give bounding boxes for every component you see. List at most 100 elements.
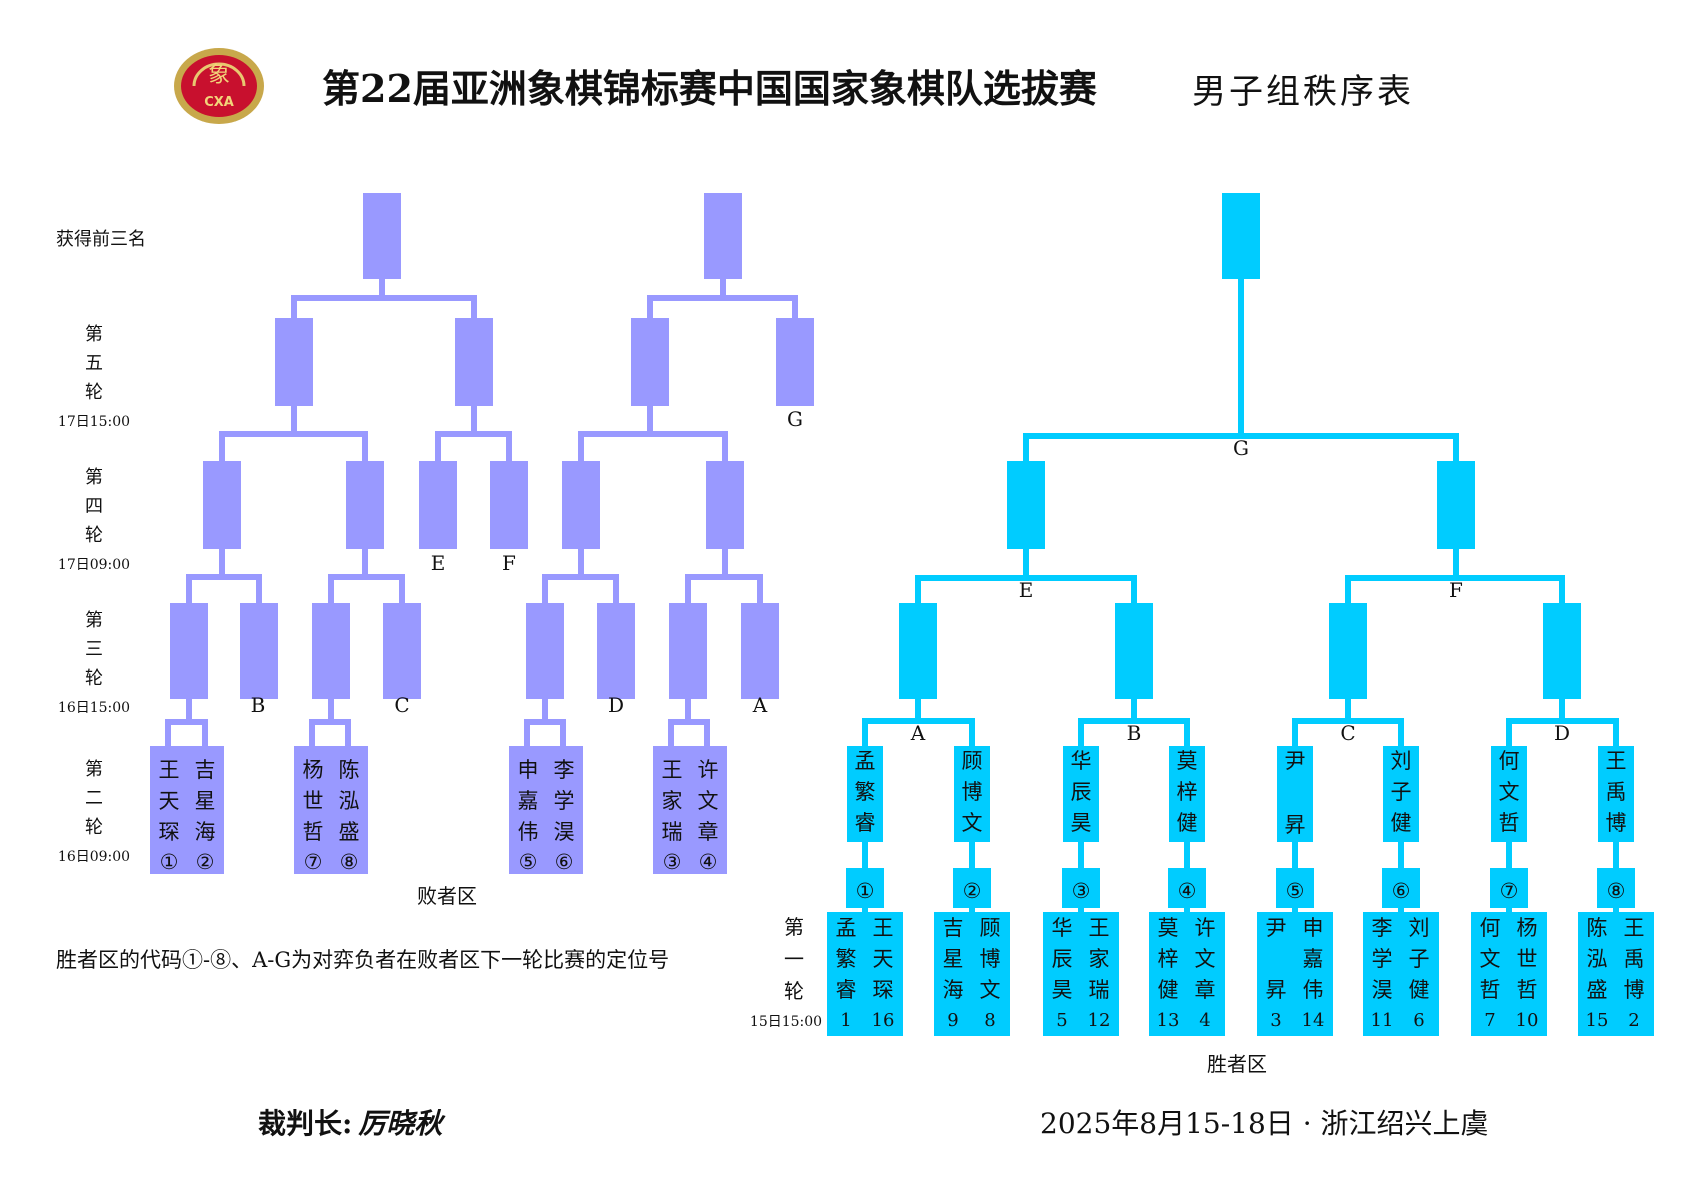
winner-r1-player-seed: 15 (1586, 1010, 1609, 1031)
loser-r5-box (631, 318, 669, 406)
winner-code-r4: G (1233, 436, 1249, 460)
winner-r1-player-char: 文 (1195, 947, 1216, 971)
loser-r2-player-code: ⑧ (340, 850, 359, 874)
winner-r1-player-char: 瑞 (1089, 978, 1110, 1002)
winner-r1-player-seed: 13 (1157, 1010, 1180, 1031)
winner-conn-r2-bar (1078, 718, 1190, 749)
winner-r1-player-char: 博 (980, 947, 1001, 971)
winner-r2-player-char: 健 (1177, 811, 1198, 835)
loser-zone-label: 败者区 (417, 884, 477, 908)
winner-r1-code-box (1276, 868, 1314, 908)
winner-r1-player-char: 顾 (980, 916, 1001, 940)
referee-label: 裁判长: (258, 1107, 353, 1140)
loser-r2-player-char: 盛 (339, 820, 360, 844)
round-r4-time: 17日09:00 (58, 557, 130, 573)
winner-r1-player-char: 哲 (1517, 978, 1538, 1002)
round-r3-char: 第 (85, 610, 103, 631)
winner-r2-player-box (954, 746, 990, 842)
winner-r1-code: ① (856, 879, 875, 903)
loser-conn-r5a-bar (219, 431, 368, 464)
winner-r1-player-char: 李 (1372, 916, 1393, 940)
loser-r2-match (509, 746, 583, 874)
winner-r2-player-box (1383, 746, 1419, 842)
winner-conn-r3b-bar (1345, 575, 1565, 606)
loser-slot-r3: D (608, 693, 624, 717)
round-r4-char: 第 (85, 467, 103, 488)
loser-r2-player-char: 吉 (195, 758, 216, 782)
loser-conn-r4c-bar (542, 574, 619, 606)
winner-r1-code: ⑥ (1392, 879, 1411, 903)
referee-line: 裁判长:厉晓秋 (258, 1102, 442, 1142)
loser-r3-box (597, 603, 635, 699)
winner-r1-player-char: 博 (1624, 978, 1645, 1002)
loser-conn-r5c-bar (578, 431, 728, 464)
winner-r1-player-char: 辰 (1052, 947, 1073, 971)
page-title: 第22届亚洲象棋锦标赛中国国家象棋队选拔赛 (322, 66, 1097, 111)
winner-r1-player-char: 繁 (836, 947, 857, 971)
loser-r4-box (706, 461, 744, 549)
loser-conn-r4b-bar (328, 574, 405, 606)
winner-r1-code-box (1062, 868, 1100, 908)
loser-conn-r3d-bar (668, 719, 710, 749)
winner-r1-player-char: 杨 (1517, 916, 1538, 940)
winner-r2-player-box (1063, 746, 1099, 842)
winner-r1-player-seed: 16 (872, 1010, 895, 1031)
loser-r2-player-char: 章 (698, 820, 719, 844)
loser-slot-r4: F (502, 551, 516, 575)
loser-r3-box (312, 603, 350, 699)
winner-r1-player-char: 陈 (1587, 916, 1608, 940)
winner-r1-player-char: 健 (1158, 978, 1179, 1002)
loser-slot-r4: E (431, 551, 446, 575)
winner-code-r2: C (1340, 721, 1355, 745)
loser-r2-player-char: 李 (554, 758, 575, 782)
loser-conn-r5b-bar (435, 431, 512, 464)
winner-r1-player-char: 海 (943, 978, 964, 1002)
winner-conn-r2-bar (1506, 718, 1619, 749)
winner-r1-player-char: 梓 (1158, 947, 1179, 971)
winner-r1-player-char: 昇 (1266, 978, 1287, 1002)
winner-code-r3: E (1019, 578, 1034, 602)
winner-r1-player-seed: 5 (1056, 1010, 1067, 1031)
event-date-venue: 2025年8月15-18日 · 浙江绍兴上虞 (1040, 1107, 1489, 1140)
winner-r1-player-char: 学 (1372, 947, 1393, 971)
loser-r3-box (383, 603, 421, 699)
winner-r1-player-char: 华 (1052, 916, 1073, 940)
winner-r2-player-char: 博 (1606, 811, 1627, 835)
winner-r1-match (1257, 912, 1333, 1036)
winner-r1-player-seed: 8 (984, 1010, 995, 1031)
winner-r1-player-seed: 14 (1302, 1010, 1325, 1031)
loser-r2-match (294, 746, 368, 874)
loser-r3-box (240, 603, 278, 699)
loser-slot-r3: C (394, 693, 409, 717)
loser-r5-box (275, 318, 313, 406)
loser-r5-box (455, 318, 493, 406)
loser-r2-player-char: 海 (195, 820, 216, 844)
winner-r1-player-char: 子 (1409, 947, 1430, 971)
round-r5-char: 五 (85, 353, 103, 374)
winner-r1-player-seed: 7 (1484, 1010, 1495, 1031)
top3-label: 获得前三名 (56, 229, 146, 250)
winner-r2-player-char: 王 (1606, 749, 1627, 773)
winner-r1-player-char: 申 (1303, 916, 1324, 940)
loser-r2-player-char: 天 (159, 789, 180, 813)
winner-r2-player-char: 昇 (1285, 813, 1306, 837)
loser-r2-player-char: 淏 (554, 820, 575, 844)
winner-r1-player-seed: 4 (1199, 1010, 1210, 1031)
winner-code-r3: F (1449, 578, 1463, 602)
winner-r1-player-char: 伟 (1303, 978, 1324, 1002)
winner-r1-player-char: 莫 (1158, 916, 1179, 940)
winner-r2-player-char: 繁 (855, 780, 876, 804)
loser-r2-player-char: 家 (662, 789, 683, 813)
loser-r2-player-char: 伟 (518, 820, 539, 844)
winner-r1-player-char: 星 (943, 947, 964, 971)
winner-r1-player-char: 哲 (1480, 978, 1501, 1002)
round-r1-char: 第 (784, 915, 804, 939)
loser-conn-r4a-bar (186, 574, 262, 606)
loser-r2-player-code: ① (160, 850, 179, 874)
loser-r2-player-char: 瑞 (662, 820, 683, 844)
winner-final-box (1222, 193, 1260, 279)
loser-conn-f1-bar (291, 295, 477, 321)
loser-r2-player-code: ② (196, 850, 215, 874)
winner-r2-player-char: 博 (962, 780, 983, 804)
winner-r1-player-char: 文 (980, 978, 1001, 1002)
